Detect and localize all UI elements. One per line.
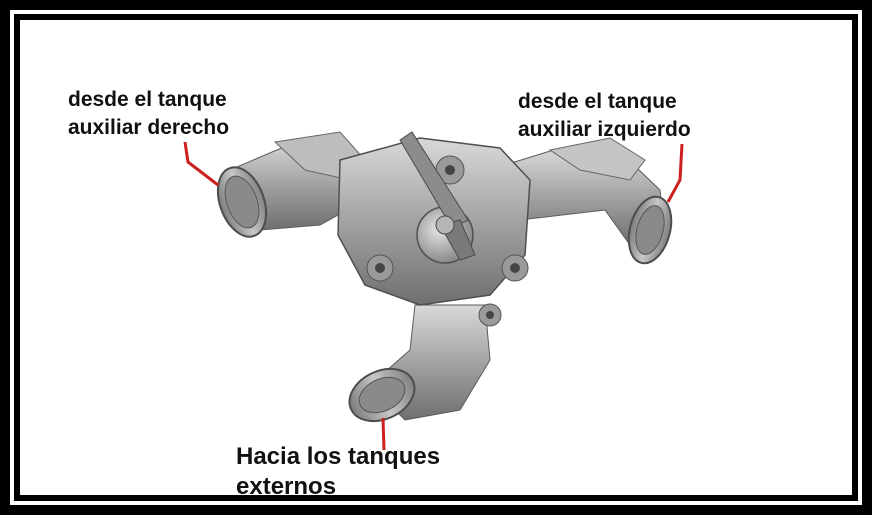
selector-handle [399, 131, 476, 264]
outlet-pipe [348, 304, 491, 423]
label-line: auxiliar derecho [68, 116, 230, 139]
label-line: externos [236, 473, 337, 495]
figure-canvas: desde el tanque auxiliar derecho desde e… [20, 20, 852, 495]
label-from-left-aux-tank: desde el tanque auxiliar izquierdo [518, 88, 691, 144]
label-line: desde el tanque [518, 90, 677, 113]
label-line: auxiliar izquierdo [518, 118, 691, 141]
label-from-right-aux-tank: desde el tanque auxiliar derecho [68, 86, 229, 142]
leader-lines [183, 141, 684, 451]
right-inlet-pipe [504, 137, 673, 265]
label-to-external-tanks: Hacia los tanques externos [236, 442, 440, 495]
fuel-selector-valve-photo [183, 131, 684, 451]
label-line: desde el tanque [68, 88, 227, 111]
label-line: Hacia los tanques [236, 443, 441, 470]
